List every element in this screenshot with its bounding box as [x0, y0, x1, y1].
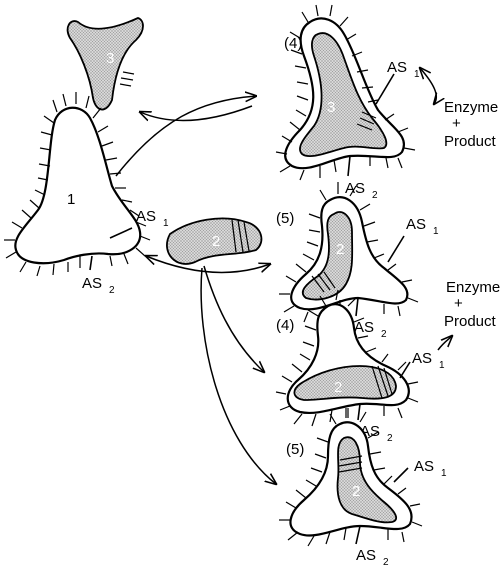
as1-label-fourth: AS: [414, 458, 434, 475]
as1-label-second: AS: [406, 216, 426, 233]
svg-text:1: 1: [414, 69, 420, 80]
product-label-top: Product: [444, 133, 497, 150]
plus-label-top: +: [452, 115, 461, 132]
molecule-2-label: 2: [212, 233, 220, 250]
complex-second: 2 (5) AS 1 AS 2: [276, 182, 439, 340]
molecule-1-label: 1: [67, 191, 75, 208]
plus-label-mid: +: [454, 295, 463, 312]
enzyme-label-mid: Enzyme: [446, 279, 500, 296]
svg-text:1: 1: [439, 360, 445, 371]
svg-text:2: 2: [381, 329, 387, 340]
product-label-mid: Product: [444, 313, 497, 330]
svg-text:1: 1: [433, 226, 439, 237]
molecule-1: 1 AS 1 AS 2: [4, 92, 169, 296]
as1-label-third: AS: [412, 350, 432, 367]
molecule-2-bound-label-a: 2: [336, 241, 344, 258]
enzyme-label-top: Enzyme: [444, 99, 498, 116]
molecule-2-bound-label-b: 2: [334, 379, 342, 396]
as2-sub-m1: 2: [109, 285, 115, 296]
svg-text:1: 1: [441, 468, 447, 479]
svg-text:2: 2: [387, 433, 393, 444]
complex-label-5-second: (5): [276, 210, 294, 227]
free-molecule-2: 2: [167, 218, 262, 264]
output-mid: Enzyme + Product: [444, 279, 500, 330]
as2-label-second: AS: [354, 319, 374, 336]
as2-label-m1: AS: [82, 275, 102, 292]
complex-top: 3 (4) AS 1 AS 2: [276, 5, 420, 201]
as1-sub-m1: 1: [163, 218, 169, 229]
as2-label-fourth: AS: [356, 547, 376, 564]
svg-text:2: 2: [372, 190, 378, 201]
as1-label-m1: AS: [136, 208, 156, 225]
molecule-3-bound-label: 3: [327, 99, 335, 116]
complex-label-5-fourth: (5): [286, 441, 304, 458]
complex-fourth: 2 (5) AS 1 AS 2: [279, 408, 447, 566]
complex-label-4-top: (4): [284, 35, 302, 52]
as1-label-top: AS: [387, 59, 407, 76]
molecule-3-label: 3: [106, 50, 114, 67]
complex-label-4-third: (4): [276, 317, 294, 334]
free-molecule-3: 3: [68, 18, 143, 110]
svg-text:2: 2: [383, 557, 389, 566]
output-top: Enzyme + Product: [444, 99, 498, 150]
molecule-2-bound-label-c: 2: [352, 483, 360, 500]
